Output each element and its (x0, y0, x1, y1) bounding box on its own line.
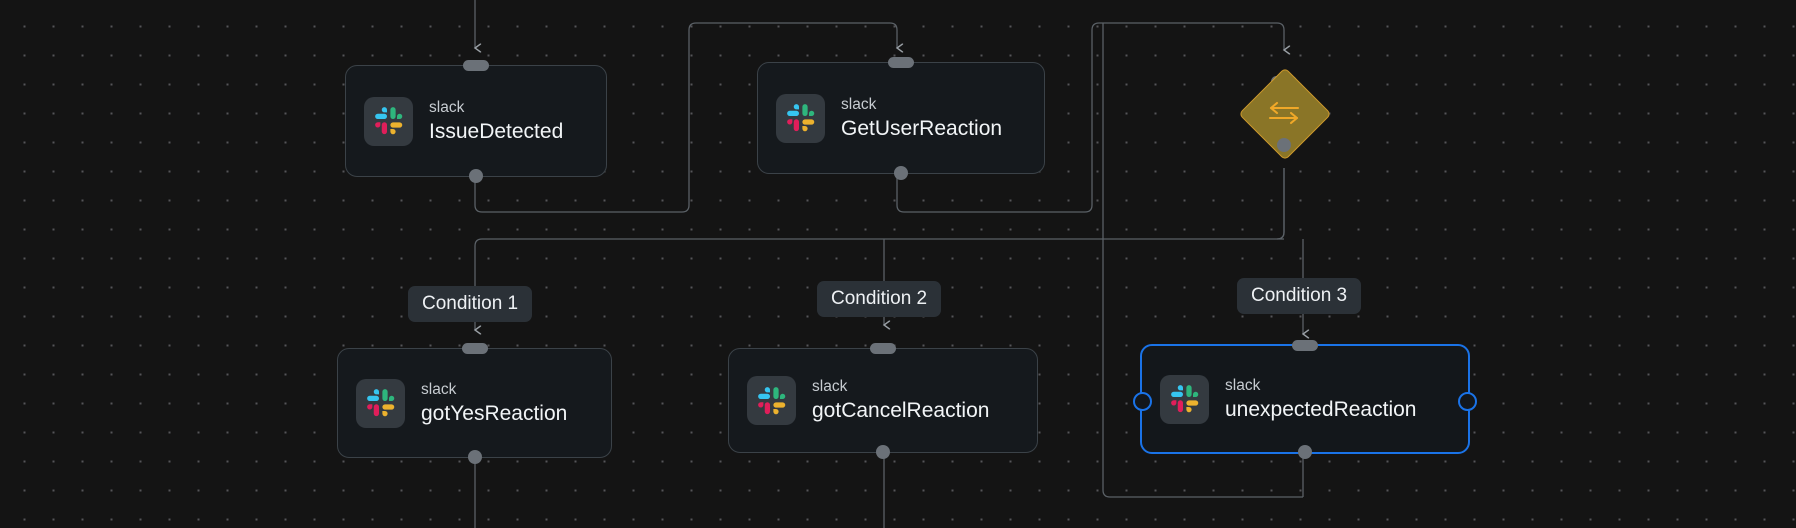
node-source-handle[interactable] (467, 450, 482, 464)
node-right-handle[interactable] (1458, 391, 1477, 411)
condition-label-3[interactable]: Condition 3 (1237, 278, 1362, 314)
node-target-handle[interactable] (870, 343, 896, 354)
node-switch-router[interactable] (1238, 67, 1332, 161)
node-source-handle[interactable] (894, 166, 908, 180)
node-label-group: slack GetUserReaction (841, 96, 1002, 141)
node-source-handle[interactable] (1277, 138, 1291, 152)
node-subtitle: slack (812, 378, 848, 395)
node-title: IssueDetected (429, 119, 564, 143)
node-subtitle: slack (429, 98, 465, 116)
node-label-group: slack gotCancelReaction (812, 378, 989, 423)
node-label-group: slack gotYesReaction (421, 381, 567, 426)
node-title: unexpectedReaction (1225, 397, 1417, 421)
node-subtitle: slack (1225, 376, 1261, 394)
slack-icon (1160, 374, 1209, 424)
node-target-handle[interactable] (461, 343, 488, 354)
node-unexpected-reaction[interactable]: slack unexpectedReaction (1133, 340, 1477, 459)
slack-icon (747, 376, 796, 425)
node-label-group: slack IssueDetected (429, 99, 563, 144)
node-source-handle[interactable] (876, 445, 890, 459)
condition-label-1[interactable]: Condition 1 (408, 286, 533, 322)
node-subtitle: slack (421, 380, 457, 398)
node-got-cancel-reaction[interactable]: slack gotCancelReaction (728, 343, 1038, 459)
condition-label-2[interactable]: Condition 2 (817, 281, 942, 317)
node-target-handle[interactable] (888, 57, 914, 68)
node-target-handle[interactable] (463, 60, 489, 71)
node-title: GetUserReaction (841, 116, 1003, 140)
edge-switch-bus-stub (1276, 168, 1285, 240)
node-subtitle: slack (841, 95, 877, 113)
node-title: gotYesReaction (421, 401, 568, 425)
slack-icon (356, 378, 405, 428)
node-source-handle[interactable] (1298, 445, 1312, 459)
slack-icon (364, 96, 413, 146)
node-title: gotCancelReaction (812, 399, 990, 422)
node-target-handle[interactable] (1292, 340, 1318, 351)
node-label-group: slack unexpectedReaction (1225, 377, 1416, 422)
node-left-handle[interactable] (1133, 391, 1152, 411)
node-issue-detected[interactable]: slack IssueDetected (345, 60, 607, 183)
node-got-yes-reaction[interactable]: slack gotYesReaction (337, 343, 612, 464)
node-source-handle[interactable] (469, 169, 483, 183)
node-get-user-reaction[interactable]: slack GetUserReaction (757, 57, 1045, 180)
slack-icon (776, 93, 825, 143)
